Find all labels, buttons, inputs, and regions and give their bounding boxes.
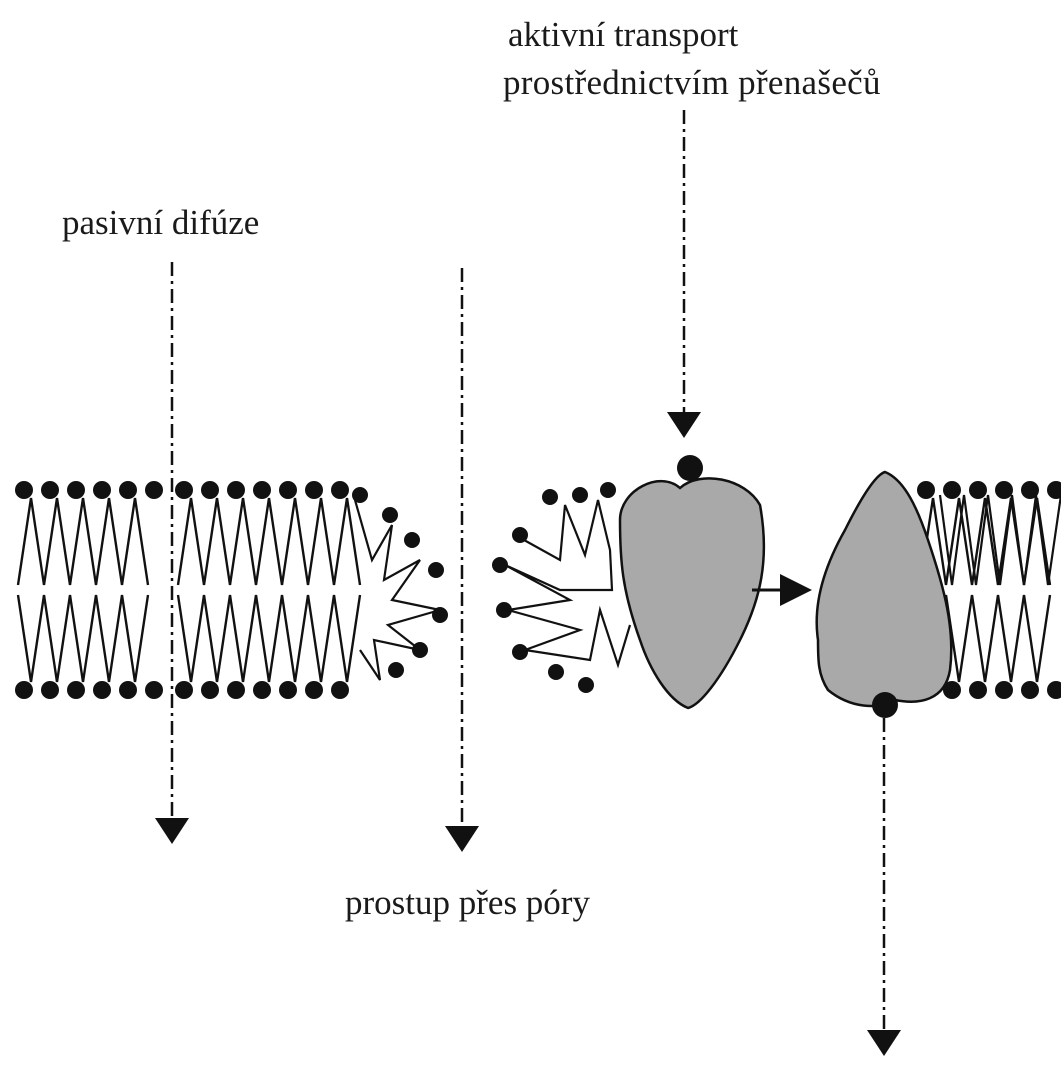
lipid-head-bottom: [175, 681, 193, 699]
lipid-head-top: [253, 481, 271, 499]
lipid-head-bottom: [1021, 681, 1039, 699]
pore-lipid-head: [578, 677, 594, 693]
lipid-head-bottom: [969, 681, 987, 699]
lipid-head-top: [279, 481, 297, 499]
lipid-head-top: [145, 481, 163, 499]
pore-lipid-tails-right: [505, 500, 630, 665]
bound-molecule-top: [677, 455, 703, 481]
lipid-head-top: [41, 481, 59, 499]
carrier-shift-arrowhead: [780, 574, 812, 606]
lipid-head-bottom: [119, 681, 137, 699]
passive-diffusion-arrow-head: [155, 818, 189, 844]
pore-lipid-head: [512, 644, 528, 660]
pore-lipid-head: [542, 489, 558, 505]
lipid-head-bottom: [227, 681, 245, 699]
lipid-head-bottom: [1047, 681, 1061, 699]
lipid-head-top: [15, 481, 33, 499]
lipid-tails-bottom: [18, 595, 148, 682]
lipid-head-top: [1047, 481, 1061, 499]
active-transport-label-line1: aktivní transport: [508, 14, 738, 56]
lipid-head-bottom: [331, 681, 349, 699]
lipid-head-bottom: [15, 681, 33, 699]
lipid-head-top: [201, 481, 219, 499]
pore-passage-label: prostup přes póry: [345, 882, 590, 924]
pore-lipid-head: [388, 662, 404, 678]
lipid-head-top: [995, 481, 1013, 499]
lipid-head-top: [943, 481, 961, 499]
lipid-head-bottom: [67, 681, 85, 699]
pore-lipid-head: [572, 487, 588, 503]
lipid-tails-top: [178, 498, 360, 585]
lipid-head-bottom: [995, 681, 1013, 699]
lipid-head-top: [227, 481, 245, 499]
active-transport-arrow-head: [667, 412, 701, 438]
lipid-head-top: [969, 481, 987, 499]
lipid-head-bottom: [201, 681, 219, 699]
pore-lipid-head: [428, 562, 444, 578]
lipid-head-top: [93, 481, 111, 499]
lipid-head-bottom: [279, 681, 297, 699]
bound-molecule-bottom: [872, 692, 898, 718]
lipid-head-bottom: [305, 681, 323, 699]
carrier-protein-outward: [620, 478, 764, 708]
lipid-tails-bottom: [178, 595, 360, 682]
active-transport-label-line2: prostřednictvím přenašečů: [503, 62, 881, 104]
pore-lipid-head: [548, 664, 564, 680]
pore-lipid-head: [600, 482, 616, 498]
lipid-head-bottom: [145, 681, 163, 699]
lipid-head-top: [175, 481, 193, 499]
lipid-head-top: [305, 481, 323, 499]
lipid-head-bottom: [93, 681, 111, 699]
pore-passage-arrow-head: [445, 826, 479, 852]
passive-diffusion-label: pasivní difúze: [62, 202, 259, 244]
release-arrow-head: [867, 1030, 901, 1056]
lipid-head-top: [67, 481, 85, 499]
lipid-head-top: [917, 481, 935, 499]
lipid-tails-top: [18, 498, 148, 585]
lipid-head-top: [119, 481, 137, 499]
lipid-head-bottom: [253, 681, 271, 699]
lipid-head-bottom: [41, 681, 59, 699]
pore-lipid-head: [382, 507, 398, 523]
pore-lipid-head: [404, 532, 420, 548]
lipid-head-top: [331, 481, 349, 499]
